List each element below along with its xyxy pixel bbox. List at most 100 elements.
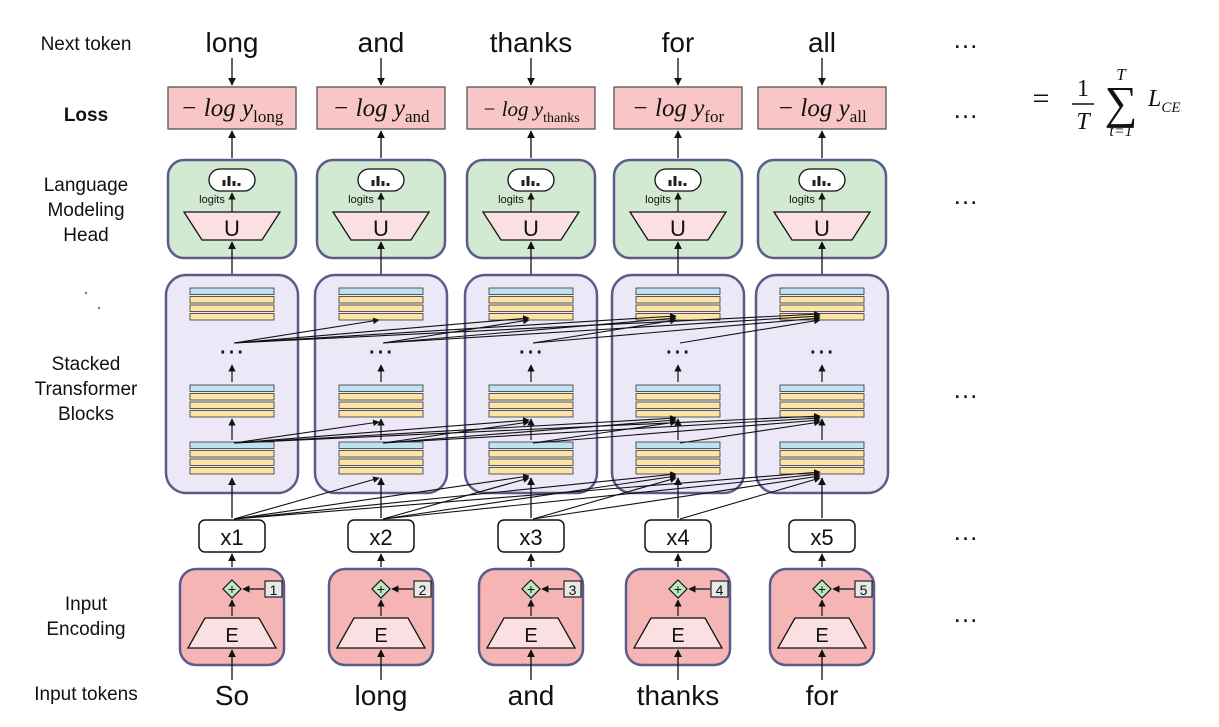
- unembed-trapezoid: [772, 211, 872, 241]
- right-ellipses: ………………: [953, 24, 980, 628]
- next-token: long: [206, 27, 259, 58]
- transformer-layer-stripe: [338, 401, 424, 409]
- equation-term-symbol: L: [1147, 86, 1161, 112]
- attention-arrow-input: [233, 471, 677, 520]
- transformer-layer-stripe: [338, 384, 424, 392]
- attention-arrow-mid: [233, 412, 821, 444]
- vertical-ellipsis: ⋯: [518, 336, 545, 366]
- loss-subscript: for: [704, 107, 724, 126]
- attention-arrow-mid: [382, 415, 821, 444]
- attention-arrow-input: [382, 473, 677, 520]
- transformer-layer-stripe: [635, 384, 721, 392]
- transformer-layer-stripe: [779, 441, 865, 449]
- transformer-layer-stripe: [488, 467, 574, 475]
- position-label: 3: [569, 582, 577, 598]
- attention-arrow-top: [233, 313, 677, 344]
- label-stacked-2: Transformer: [35, 379, 138, 400]
- label-lm-head-2: Modeling: [47, 200, 124, 221]
- hidden-state-box: [497, 519, 565, 553]
- histogram-bar-icon: [227, 176, 231, 186]
- transformer-layer-stripe: [779, 410, 865, 418]
- attention-arrow-top: [532, 317, 677, 344]
- loss-equation: = 1 T T ∑ t=1 LCE: [1033, 65, 1181, 140]
- plus-diamond: [812, 579, 832, 599]
- transformer-layer-stripe: [635, 450, 721, 458]
- unembed-label: U: [373, 216, 389, 241]
- transformer-layer-stripe: [338, 287, 424, 295]
- plus-symbol: +: [674, 581, 682, 597]
- loss-box: [316, 86, 446, 130]
- histogram-bar-icon: [526, 176, 530, 186]
- embed-label: E: [374, 625, 387, 647]
- attention-arrow-mid: [233, 419, 380, 444]
- logits-label: logits: [348, 194, 374, 206]
- histogram-bar-icon: [531, 181, 535, 186]
- loss-prefix: − log y: [482, 97, 544, 121]
- attention-arrow-mid: [233, 417, 530, 444]
- embed-trapezoid: [335, 617, 427, 649]
- unembed-label: U: [670, 216, 686, 241]
- transformer-layer-stripe: [779, 458, 865, 466]
- transformer-layer-stripe: [779, 313, 865, 321]
- equation-term-subscript: CE: [1161, 100, 1180, 116]
- transformer-layer-stripe: [488, 296, 574, 304]
- attention-arrow-top: [382, 315, 677, 344]
- position-box: [854, 580, 873, 598]
- attention-arrow-input: [233, 473, 530, 520]
- transformer-layer-stripe: [635, 304, 721, 312]
- transformer-layer-stripe: [338, 304, 424, 312]
- transformer-layer-stripe: [189, 393, 275, 401]
- transformer-layer-stripe: [338, 393, 424, 401]
- attention-arrow-mid: [532, 419, 677, 444]
- hidden-state-label: x2: [369, 525, 392, 550]
- loss-box: [613, 86, 743, 130]
- loss-subscript: and: [405, 107, 430, 126]
- transformer-layer-stripe: [635, 313, 721, 321]
- row-ellipsis: …: [953, 24, 980, 54]
- transformer-layer-stripe: [488, 450, 574, 458]
- transformer-layer-stripe: [779, 304, 865, 312]
- position-label: 1: [270, 582, 278, 598]
- transformer-layer-stripe: [635, 458, 721, 466]
- attention-arrow-input: [233, 476, 380, 520]
- transformer-layer-stripe: [488, 401, 574, 409]
- loss-subscript: all: [850, 107, 867, 126]
- next-token: thanks: [490, 27, 573, 58]
- loss-box: [466, 86, 596, 130]
- transformer-layer-stripe: [189, 384, 275, 392]
- position-box: [264, 580, 283, 598]
- attention-arrow-top: [233, 317, 380, 344]
- transformer-layer-stripe: [635, 296, 721, 304]
- equation-sum-upper: T: [1116, 65, 1127, 84]
- histogram-bar-icon: [536, 183, 540, 186]
- transformer-layer-stripe: [338, 410, 424, 418]
- plus-diamond: [521, 579, 541, 599]
- label-input-encoding-2: Encoding: [46, 619, 125, 640]
- histogram-bar-icon: [222, 180, 226, 186]
- label-lm-head-3: Head: [63, 225, 108, 246]
- transformer-layer-stripe: [779, 296, 865, 304]
- plus-diamond: [371, 579, 391, 599]
- attention-arrow-input: [233, 469, 821, 520]
- attention-arrow-input: [679, 476, 821, 520]
- vertical-ellipsis: ⋯: [368, 336, 395, 366]
- row-ellipsis: …: [953, 516, 980, 546]
- hidden-state-label: x3: [519, 525, 542, 550]
- embed-label: E: [225, 625, 238, 647]
- stray-dot: [97, 306, 101, 310]
- unembed-label: U: [523, 216, 539, 241]
- transformer-layer-stripe: [189, 441, 275, 449]
- stray-dot: [84, 291, 88, 295]
- loss-subscript: thanks: [543, 111, 580, 126]
- transformer-layer-stripe: [338, 450, 424, 458]
- input-token: thanks: [637, 680, 720, 711]
- transformer-layer-stripe: [779, 467, 865, 475]
- histogram-bar-icon: [371, 180, 375, 186]
- embed-trapezoid: [186, 617, 278, 649]
- attention-arrow-top: [532, 315, 821, 344]
- hidden-state-label: x5: [810, 525, 833, 550]
- loss-box: [757, 86, 887, 130]
